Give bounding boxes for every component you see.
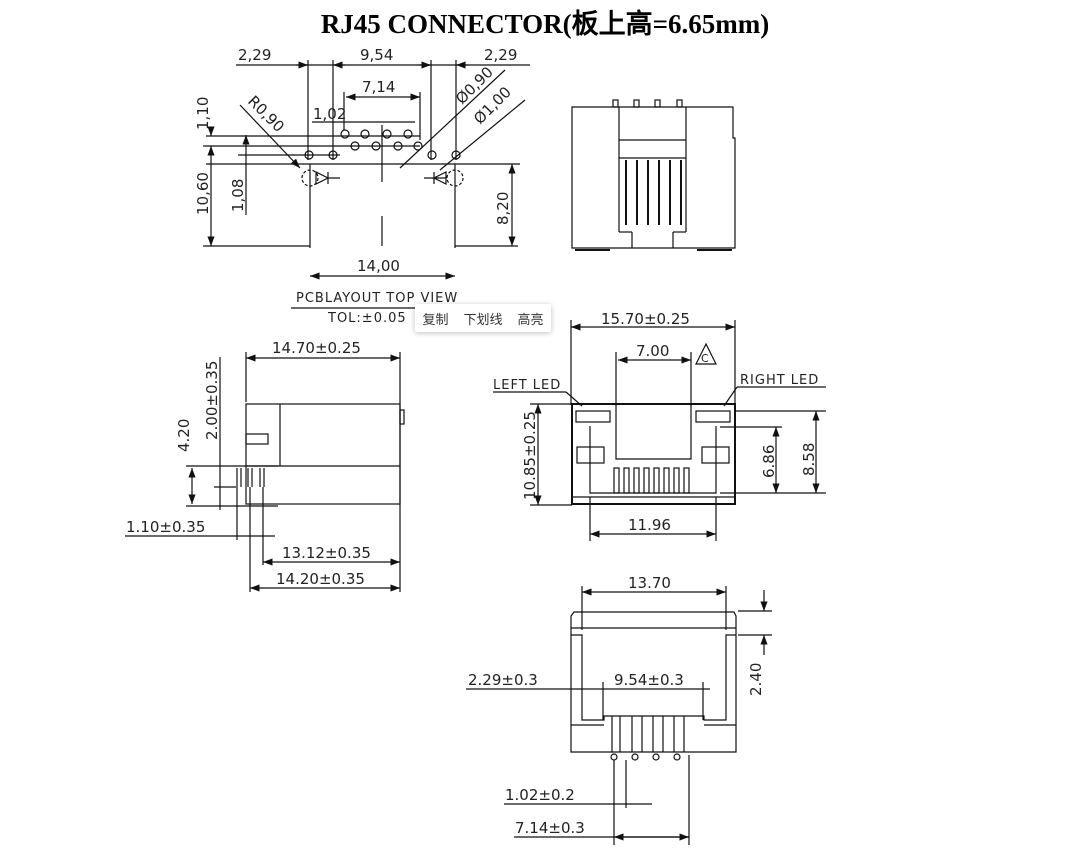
dim-port-width: 7.00	[636, 342, 669, 360]
dim-bottom-pitch-span: 9.54±0.3	[614, 671, 684, 689]
contact-pins	[625, 160, 682, 225]
top-view	[571, 99, 736, 251]
dim-front-height: 10.85±0.25	[521, 411, 539, 500]
dim-side-height: 4.20	[175, 419, 193, 452]
pcb-holes	[304, 129, 461, 160]
dim-bottom-offset: 2.29±0.3	[468, 671, 538, 689]
underline-button[interactable]: 下划线	[463, 312, 503, 328]
front-view: 15.70±0.25 7.00 C LEFT LED RIGHT LED 10.…	[493, 310, 826, 541]
copy-button[interactable]: 复制	[422, 312, 449, 328]
dim-left-offset: 2,29	[238, 46, 271, 64]
dim-pitch-span: 9,54	[360, 46, 393, 64]
left-led-label: LEFT LED	[493, 378, 561, 393]
dim-bottom-pin-span: 7.14±0.3	[515, 819, 585, 837]
dim-bottom-pin-pitch: 1.02±0.2	[505, 786, 575, 804]
dim-side-length: 14.70±0.25	[272, 339, 361, 357]
dim-pin-span: 7,14	[362, 78, 395, 96]
dim-row-offset: 1,10	[194, 97, 212, 130]
front-contacts	[613, 467, 690, 494]
side-view: 14.70±0.25 4.20 2.00±0.35 1.10±0.35 13.1…	[125, 339, 405, 592]
dim-right-offset: 2,29	[484, 46, 517, 64]
dim-pin-spacing: 1.10±0.35	[126, 518, 205, 536]
pcb-layout-caption: PCBLAYOUT TOP VIEW	[296, 291, 458, 306]
dim-radius: R0,90	[244, 92, 288, 136]
dim-pin-to-back-1: 13.12±0.35	[282, 544, 371, 562]
dim-bottom-width: 13.70	[628, 574, 671, 592]
dim-front-width: 15.70±0.25	[601, 310, 690, 328]
highlight-button[interactable]: 高亮	[517, 312, 544, 328]
dim-bottom-height: 2.40	[747, 663, 765, 696]
dim-inner-height-1: 6.86	[760, 445, 778, 478]
bottom-view: 13.70 2.40 2.29±0.3 9.54±0.3 1.02±0.2 7.…	[466, 574, 772, 845]
drawing-title: RJ45 CONNECTOR(板上高=6.65mm)	[320, 9, 770, 39]
dim-led-offset: 1,08	[229, 179, 247, 212]
dim-inner-width: 11.96	[628, 516, 671, 534]
rev-mark: C	[701, 352, 709, 365]
right-led-label: RIGHT LED	[740, 373, 819, 388]
text-selection-menu: 复制 下划线 高亮	[415, 304, 551, 332]
bottom-pins	[610, 716, 685, 761]
pcb-tolerance: TOL:±0.05	[327, 311, 407, 326]
dim-total-depth: 10,60	[194, 172, 212, 215]
dim-body-width: 14,00	[357, 257, 400, 275]
pcb-layout-view: 2,29 9,54 2,29 7,14 1,02 Ø0,90 Ø1,00 R0,…	[194, 46, 530, 326]
dim-pin-to-back-2: 14.20±0.35	[276, 570, 365, 588]
dim-body-depth: 8,20	[494, 192, 512, 225]
dim-inner-height-2: 8.58	[800, 443, 818, 476]
dim-pin-height: 2.00±0.35	[203, 361, 221, 440]
dim-pin-pitch: 1,02	[313, 105, 346, 123]
